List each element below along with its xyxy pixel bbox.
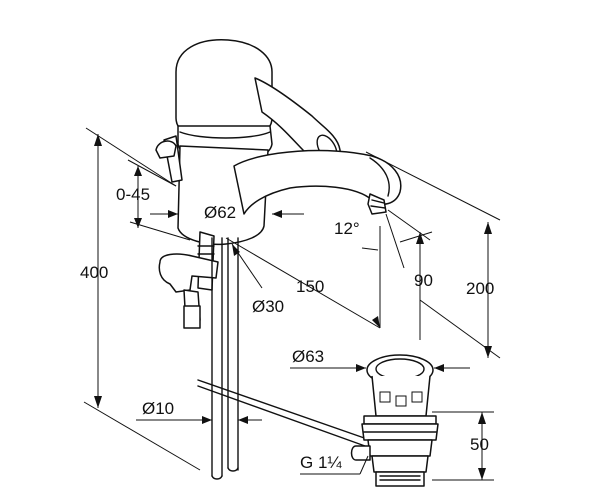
- dimension-lines: [83, 127, 501, 481]
- dim-height-400: 400: [80, 263, 109, 282]
- waste-plug: [350, 354, 439, 487]
- dim-waste-height-50: 50: [470, 435, 489, 454]
- dim-pipe-diameter: Ø10: [142, 399, 175, 418]
- dim-lever-angle: 0-45: [116, 185, 151, 204]
- dim-plug-diameter: Ø63: [292, 347, 325, 366]
- faucet-body: [177, 125, 402, 246]
- mounting-hardware: [158, 231, 371, 480]
- dim-spout-height-90: 90: [414, 271, 433, 290]
- dim-total-height-200: 200: [466, 279, 495, 298]
- lever-handle: [175, 39, 341, 169]
- dim-reach-150: 150: [296, 277, 325, 296]
- dim-thread-size: G 1¼: [300, 453, 342, 472]
- dim-body-diameter: Ø62: [204, 203, 237, 222]
- dim-tail-diameter: Ø30: [252, 297, 285, 316]
- lift-rod: [155, 135, 183, 183]
- dim-spout-angle: 12°: [334, 219, 360, 238]
